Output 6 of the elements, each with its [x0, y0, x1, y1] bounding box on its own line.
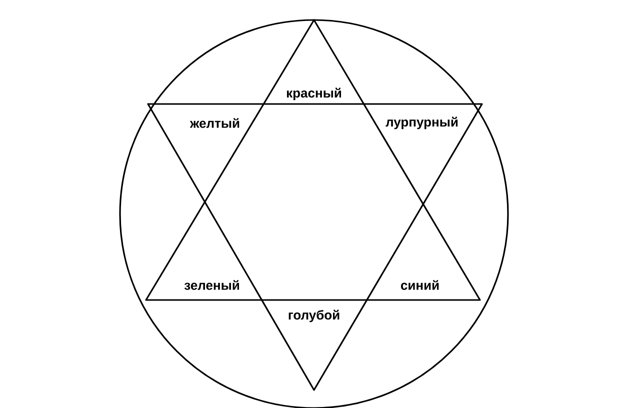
color-label: лурпурный [386, 116, 458, 130]
color-label: голубой [288, 310, 340, 322]
color-label: красный [286, 88, 342, 100]
color-label: синий [400, 280, 439, 290]
color-label: зеленый [184, 280, 239, 290]
color-label: желтый [190, 118, 240, 128]
